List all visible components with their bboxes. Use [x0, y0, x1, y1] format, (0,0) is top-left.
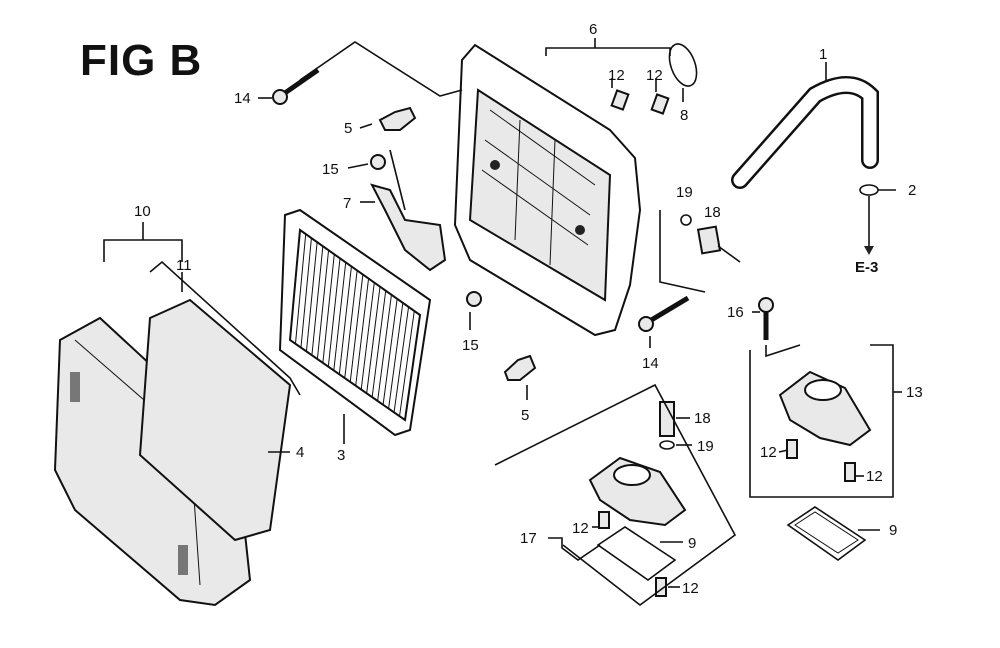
filter-pleat — [344, 270, 358, 379]
filter-pleat — [316, 250, 330, 360]
filter-pleat — [393, 306, 410, 413]
collar-part — [844, 462, 856, 482]
nut-part — [466, 291, 482, 307]
callout-11: 11 — [176, 257, 192, 274]
air-filter-element-part — [278, 208, 432, 437]
bolt-part — [272, 67, 320, 105]
callout-7: 7 — [343, 195, 351, 212]
collar-part — [655, 577, 667, 597]
o-ring-part — [668, 43, 698, 87]
collar-part — [650, 93, 670, 115]
callout-13: 13 — [906, 384, 923, 401]
arrow-to-e3-icon — [864, 246, 874, 255]
callout-4: 4 — [296, 444, 304, 461]
filter-pleat — [349, 274, 364, 382]
filter-pleat — [377, 294, 392, 402]
filter-pleat — [355, 278, 370, 386]
gasket-part — [596, 526, 677, 581]
clip-part — [378, 106, 417, 131]
filter-pleat — [305, 242, 318, 352]
callout-6: 6 — [589, 21, 597, 38]
reference-e3-label: E-3 — [855, 259, 878, 276]
callout-1: 1 — [819, 46, 827, 63]
filter-pleat — [300, 238, 312, 348]
callout-14-top: 14 — [234, 90, 251, 107]
filter-pleat — [388, 302, 404, 409]
tube-part — [696, 225, 722, 255]
callout-labels: 1 2 3 4 5 5 6 7 8 9 9 10 11 12 12 12 12 … — [134, 21, 923, 597]
filter-pleat — [322, 254, 335, 363]
callout-14-bottom: 14 — [642, 355, 659, 372]
bracket-part — [370, 183, 447, 272]
filter-pleat — [360, 282, 375, 390]
wire-clip-part — [149, 260, 301, 396]
callout-12-17-lower: 12 — [682, 580, 699, 597]
callout-18-case: 18 — [704, 204, 721, 221]
collar-part — [610, 89, 630, 111]
callout-18-lower: 18 — [694, 410, 711, 427]
callout-9-lower: 9 — [688, 535, 696, 552]
filter-pleat — [338, 266, 352, 375]
callout-19-lower: 19 — [697, 438, 714, 455]
callout-16: 16 — [727, 304, 744, 321]
callout-5-top: 5 — [344, 120, 352, 137]
filter-pleat — [399, 310, 415, 417]
clip-ring-part — [680, 214, 692, 226]
filter-pleat — [382, 298, 398, 405]
callout-12-13-left: 12 — [760, 444, 777, 461]
breather-assembly-part — [778, 370, 872, 447]
bolt-part — [758, 297, 774, 340]
callout-8: 8 — [680, 107, 688, 124]
callout-19-case: 19 — [676, 184, 693, 201]
filter-pleat — [333, 262, 347, 371]
leader-lines — [103, 38, 902, 607]
bolt-part — [638, 295, 690, 332]
callout-9-right: 9 — [889, 522, 897, 539]
clip-part — [503, 354, 537, 381]
callout-17: 17 — [520, 530, 537, 547]
hose-clamp-part — [859, 184, 879, 196]
gasket-part — [786, 506, 867, 561]
pre-filter-pad-part — [138, 298, 292, 542]
callout-12-13-right: 12 — [866, 468, 883, 485]
callout-10: 10 — [134, 203, 151, 220]
callout-5-bottom: 5 — [521, 407, 529, 424]
filter-pleat — [366, 286, 381, 394]
callout-2: 2 — [908, 182, 916, 199]
filter-pleat — [294, 234, 307, 344]
filter-pleat — [289, 229, 301, 341]
figure-title: FIG B — [80, 36, 203, 85]
callout-3: 3 — [337, 447, 345, 464]
filter-pleat — [327, 258, 341, 367]
filter-pleat — [371, 290, 387, 398]
callout-12-case-b: 12 — [646, 67, 663, 84]
collar-part — [598, 511, 610, 529]
callout-12-case-a: 12 — [608, 67, 625, 84]
nut-part — [370, 154, 386, 170]
callout-15-top: 15 — [322, 161, 339, 178]
air-cleaner-case-part — [453, 43, 642, 337]
callout-15-bottom: 15 — [462, 337, 479, 354]
filter-pleat — [404, 314, 421, 421]
collar-part — [786, 439, 798, 459]
filter-pleat — [311, 246, 324, 356]
callout-12-17-upper: 12 — [572, 520, 589, 537]
